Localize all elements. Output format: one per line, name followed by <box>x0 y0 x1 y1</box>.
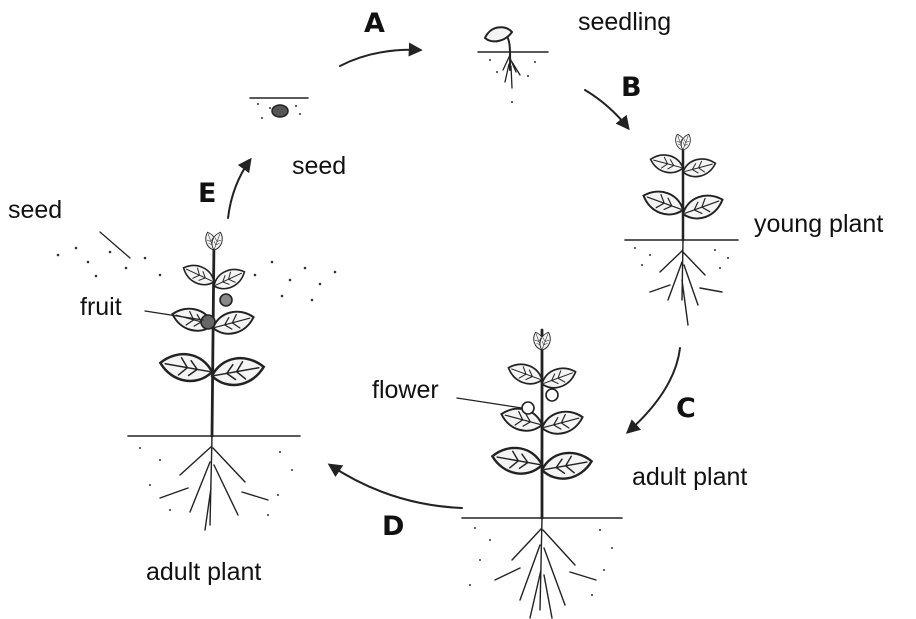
young-plant-label: young plant <box>754 212 883 237</box>
adult-plant-right-label: adult plant <box>632 465 747 490</box>
seedling-label: seedling <box>578 10 671 35</box>
arrow-a <box>340 50 420 66</box>
seed-leader-line <box>100 232 130 258</box>
fruiting-adult-plant-illustration <box>128 231 300 530</box>
arrow-e <box>228 160 250 218</box>
seed-stage-label: seed <box>292 154 346 179</box>
arrow-d <box>330 465 462 508</box>
flowering-adult-plant-illustration <box>462 330 622 618</box>
seed-scatter-label: seed <box>8 198 62 223</box>
seed-illustration <box>250 98 308 119</box>
arrow-c-label: C <box>676 395 696 422</box>
fruit-label: fruit <box>80 295 122 320</box>
seedling-illustration <box>478 27 548 103</box>
arrow-b-label: B <box>621 74 642 101</box>
flower-leader-line <box>457 398 522 408</box>
arrow-a-label: A <box>364 10 385 37</box>
arrow-c <box>628 348 680 432</box>
adult-plant-left-label: adult plant <box>146 560 261 585</box>
arrow-e-label: E <box>198 180 216 207</box>
arrow-d-label: D <box>382 513 404 540</box>
flower-label: flower <box>372 378 439 403</box>
young-plant-illustration <box>625 133 738 325</box>
